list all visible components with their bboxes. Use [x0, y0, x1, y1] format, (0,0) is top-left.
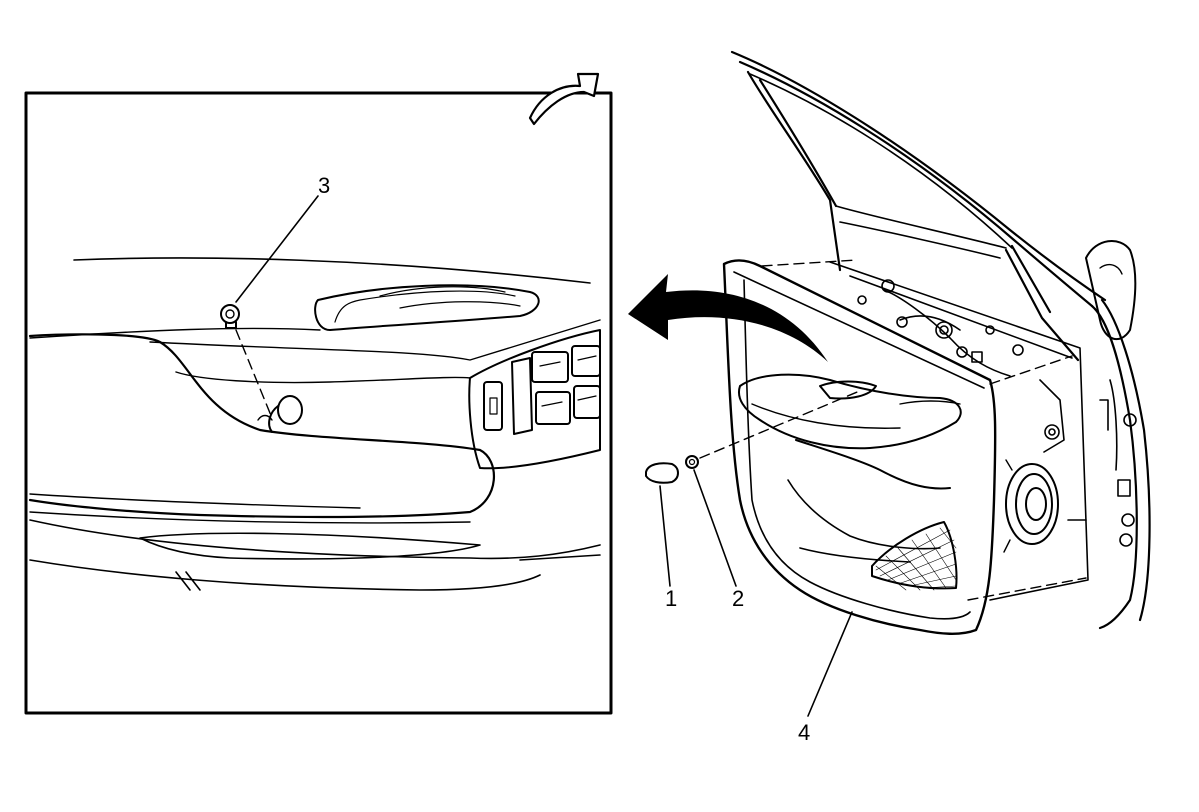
full-door-view [628, 50, 1151, 717]
rotate-arrow-icon [528, 72, 600, 126]
door-speaker [1003, 459, 1059, 553]
inset-frame [24, 91, 613, 715]
side-mirror [1085, 240, 1137, 341]
screw-2 [685, 389, 863, 469]
fastener-3-mounting-boss [257, 395, 303, 433]
inset-panel-top-edge [73, 257, 591, 284]
fastener-cover-1 [645, 462, 679, 484]
inset-panel-shelf [149, 319, 601, 361]
leader-line-3 [235, 195, 319, 303]
callout-2: 2 [732, 586, 745, 611]
callout-4: 4 [798, 720, 811, 745]
alignment-lines [761, 259, 1087, 601]
door-trim-panel [722, 259, 997, 635]
pull-handle-cup [314, 284, 540, 331]
callout-1: 1 [665, 586, 678, 611]
detail-inset-view [24, 72, 613, 715]
leader-line-1 [659, 485, 671, 587]
window-switch-bezel [468, 329, 601, 470]
fastener-3-detail [220, 304, 303, 433]
leader-line-2 [693, 469, 737, 587]
door-frame [730, 50, 1151, 630]
trim-panel-lower [787, 479, 958, 591]
trim-panel-armrest [738, 373, 962, 490]
removal-direction-arrow-icon [628, 274, 828, 362]
lower-door-panel [29, 519, 601, 591]
armrest [28, 333, 495, 524]
inset-panel-upper-line [29, 327, 321, 339]
leader-line-4 [807, 611, 853, 717]
door-inner-panel [829, 261, 1137, 601]
speaker-grille [871, 521, 958, 590]
callout-3: 3 [318, 173, 331, 198]
